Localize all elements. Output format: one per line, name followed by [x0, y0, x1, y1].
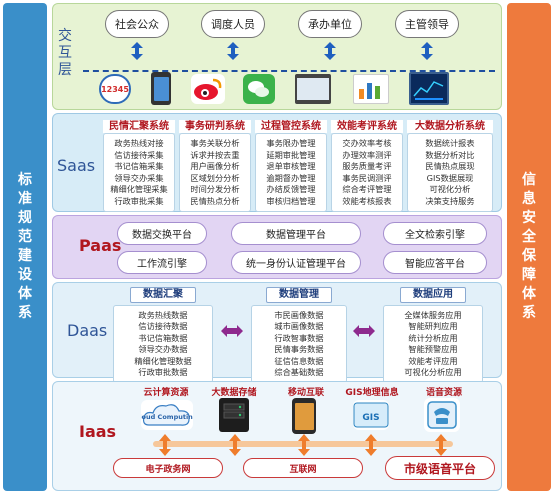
server-storage-icon [219, 398, 249, 432]
hotline-12345-icon: 12345 [99, 74, 131, 104]
group-title: 数据管理 [266, 287, 332, 303]
system-title: 民情汇聚系统 [103, 120, 175, 133]
iaas-layer: Iaas 云计算资源 大数据存储 移动互联 GIS地理信息 语音资源 Cloud… [52, 381, 502, 491]
resource-label: 语音资源 [425, 388, 462, 398]
group-title: 数据应用 [400, 287, 466, 303]
paas-workflow-engine: 工作流引擎 [117, 251, 207, 274]
network-egov: 电子政务网 [113, 458, 223, 478]
system-items: 事务关联分析诉求并按去重用户画像分析区域划分分析时间分发分析民情热点分析 [179, 133, 251, 212]
role-public: 社会公众 [105, 10, 169, 38]
saas-system-analysis: 事务研判系统 事务关联分析诉求并按去重用户画像分析区域划分分析时间分发分析民情热… [179, 120, 251, 212]
saas-system-muster: 民情汇聚系统 政务热线对接信访接待采集书记信箱采集领导交办采集精细化管理采集行政… [103, 120, 175, 212]
system-items: 交办效率考核办理效率测评服务质量考评事务民调测评综合考评管理效能考核报表 [331, 133, 403, 212]
double-arrow-icon [353, 325, 375, 337]
group-title: 数据汇聚 [130, 287, 196, 303]
weibo-icon [191, 74, 225, 104]
channel-divider [83, 70, 495, 72]
arrow-icon [227, 42, 239, 60]
up-down-arrow-icon [435, 434, 447, 456]
system-title: 过程管控系统 [255, 120, 327, 133]
resource-label: GIS地理信息 [345, 388, 399, 398]
resource-label: 云计算资源 [143, 388, 189, 398]
paas-identity-auth: 统一身份认证管理平台 [231, 251, 361, 274]
saas-layer: Saas 民情汇聚系统 政务热线对接信访接待采集书记信箱采集领导交办采集精细化管… [52, 113, 502, 212]
right-banner: 信息安全保障体系 [507, 3, 551, 491]
cloud-computing-icon: Cloud Computing [141, 400, 193, 430]
left-banner-text: 标准规范建设体系 [18, 172, 32, 321]
svg-text:Cloud Computing: Cloud Computing [141, 413, 193, 421]
role-supervisor: 主管领导 [395, 10, 459, 38]
wechat-icon [243, 74, 275, 104]
arrow-icon [421, 42, 433, 60]
left-banner: 标准规范建设体系 [3, 3, 47, 491]
interaction-layer: 交互层 社会公众 调度人员 承办单位 主管领导 12345 [52, 3, 502, 110]
paas-fulltext-search: 全文检索引擎 [383, 222, 487, 245]
mobile-phone-icon [151, 72, 171, 105]
up-down-arrow-icon [365, 434, 377, 456]
resource-label: 移动互联 [287, 388, 324, 398]
daas-group-aggregation: 数据汇聚 政务热线数据信访接待数据书记信箱数据领导交办数据精细化管理数据行政审批… [113, 287, 213, 383]
group-items: 全媒体服务应用智能研判应用统计分析应用智能预警应用效能考评应用可视化分析应用 [383, 305, 483, 383]
dashboard-screen-icon [409, 72, 449, 105]
double-arrow-icon [221, 325, 243, 337]
paas-layer-name: Paas [79, 236, 122, 255]
paas-layer: Paas 数据交换平台 数据管理平台 全文检索引擎 工作流引擎 统一身份认证管理… [52, 215, 502, 279]
up-down-arrow-icon [298, 434, 310, 456]
paas-smart-answer: 智能应答平台 [383, 251, 487, 274]
daas-group-application: 数据应用 全媒体服务应用智能研判应用统计分析应用智能预警应用效能考评应用可视化分… [383, 287, 483, 383]
group-items: 市民画像数据城市画像数据行政智事数据民情事务数据征信信息数据综合基础数据 [251, 305, 347, 383]
computer-monitor-icon [295, 74, 331, 104]
network-voice-platform: 市级语音平台 [385, 456, 495, 480]
voice-device-icon [424, 398, 460, 432]
gis-map-icon: GIS [353, 400, 389, 430]
daas-layer-name: Daas [67, 321, 108, 340]
role-handling-unit: 承办单位 [298, 10, 362, 38]
saas-system-evaluation: 效能考评系统 交办效率考核办理效率测评服务质量考评事务民调测评综合考评管理效能考… [331, 120, 403, 212]
daas-group-management: 数据管理 市民画像数据城市画像数据行政智事数据民情事务数据征信信息数据综合基础数… [251, 287, 347, 383]
system-title: 大数据分析系统 [407, 120, 493, 133]
report-chart-icon [353, 74, 389, 104]
resource-label: 大数据存储 [211, 388, 257, 398]
group-items: 政务热线数据信访接待数据书记信箱数据领导交办数据精细化管理数据行政审批数据 [113, 305, 213, 383]
paas-data-exchange: 数据交换平台 [117, 222, 207, 245]
system-items: 政务热线对接信访接待采集书记信箱采集领导交办采集精细化管理采集行政审批采集 [103, 133, 175, 212]
saas-system-process-control: 过程管控系统 事务限办管理延期审批管理退单审核管理逾期督办管理办结反馈管理审核归… [255, 120, 327, 212]
system-title: 效能考评系统 [331, 120, 403, 133]
daas-layer: Daas 数据汇聚 政务热线数据信访接待数据书记信箱数据领导交办数据精细化管理数… [52, 282, 502, 383]
up-down-arrow-icon [159, 434, 171, 456]
network-internet: 互联网 [243, 458, 363, 478]
saas-layer-name: Saas [57, 156, 96, 175]
svg-text:GIS: GIS [362, 413, 379, 423]
interaction-layer-name: 交互层 [58, 28, 72, 78]
arrow-icon [131, 42, 143, 60]
role-dispatcher: 调度人员 [201, 10, 265, 38]
system-title: 事务研判系统 [179, 120, 251, 133]
smartphone-icon [292, 398, 316, 434]
iaas-layer-name: Iaas [79, 422, 117, 441]
right-banner-text: 信息安全保障体系 [522, 172, 536, 321]
system-items: 事务限办管理延期审批管理退单审核管理逾期督办管理办结反馈管理审核归档管理 [255, 133, 327, 212]
paas-data-management: 数据管理平台 [231, 222, 361, 245]
up-down-arrow-icon [229, 434, 241, 456]
arrow-icon [324, 42, 336, 60]
